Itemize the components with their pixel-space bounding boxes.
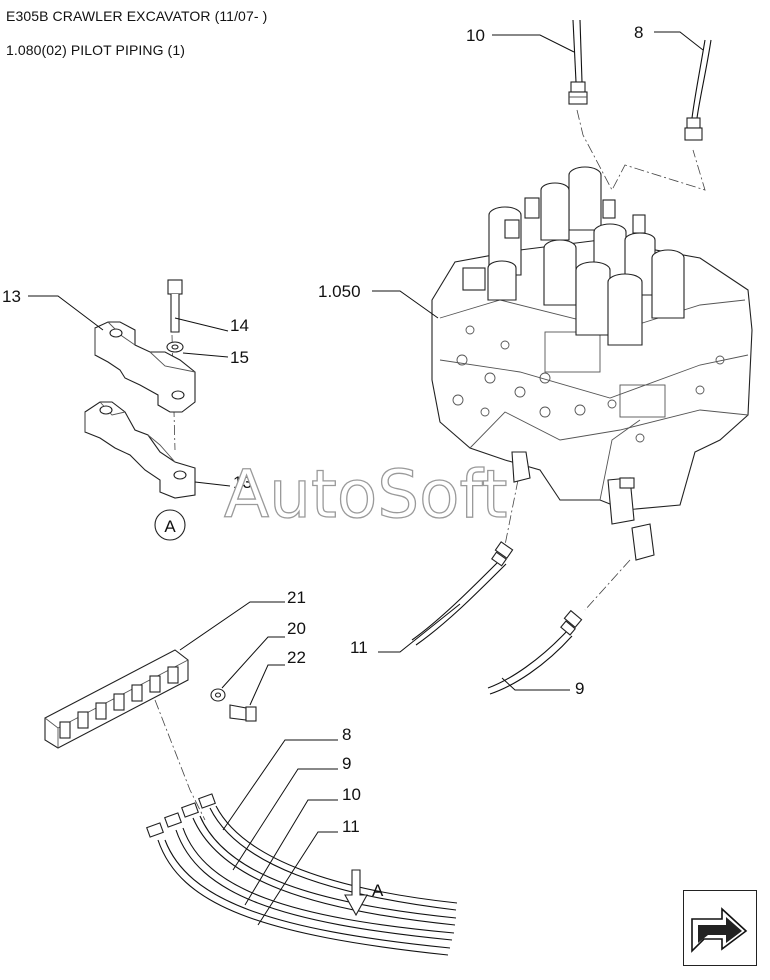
callout-9-low: 9: [342, 754, 351, 773]
page-subtitle: 1.080(02) PILOT PIPING (1): [6, 42, 185, 58]
callout-10-low: 10: [342, 785, 361, 804]
next-page-button[interactable]: [683, 890, 757, 966]
callout-13-top: 13: [2, 287, 21, 306]
callout-15: 15: [230, 348, 249, 367]
callout-20: 20: [287, 619, 306, 638]
callout-8-low: 8: [342, 725, 351, 744]
callout-11-mid: 11: [350, 638, 368, 657]
control-valve-assembly: [431, 166, 753, 561]
view-a-letter: A: [164, 517, 176, 536]
next-page-arrow-icon: [691, 907, 748, 953]
clamp-set: [84, 279, 196, 499]
pilot-hose-10-top: [568, 19, 588, 105]
callout-14: 14: [230, 316, 249, 335]
callout-21: 21: [287, 588, 306, 607]
pilot-hose-8-top: [684, 39, 712, 141]
callout-labels: 10 8 1.050 13 14 15 13 11 9 21 20 22 8 9…: [2, 23, 643, 836]
callout-11-low: 11: [342, 817, 360, 836]
hose-bundle: [146, 793, 458, 956]
leader-lines: [28, 31, 704, 926]
watermark-text: AutoSoft: [224, 456, 507, 533]
callout-22: 22: [287, 648, 306, 667]
callout-10-top: 10: [466, 26, 485, 45]
pilot-hose-9-mid: [487, 609, 583, 695]
page-title: E305B CRAWLER EXCAVATOR (11/07- ): [6, 8, 268, 24]
callout-9-mid: 9: [575, 679, 584, 698]
manifold-block: [44, 649, 257, 749]
pilot-hose-11-mid: [411, 541, 514, 646]
view-direction-arrow: A: [344, 869, 384, 917]
callout-8-top: 8: [634, 23, 643, 42]
callout-13-bottom: 13: [233, 473, 252, 492]
callout-1050: 1.050: [318, 282, 361, 301]
view-arrow-letter: A: [372, 881, 384, 900]
view-a-marker: A: [154, 509, 186, 541]
